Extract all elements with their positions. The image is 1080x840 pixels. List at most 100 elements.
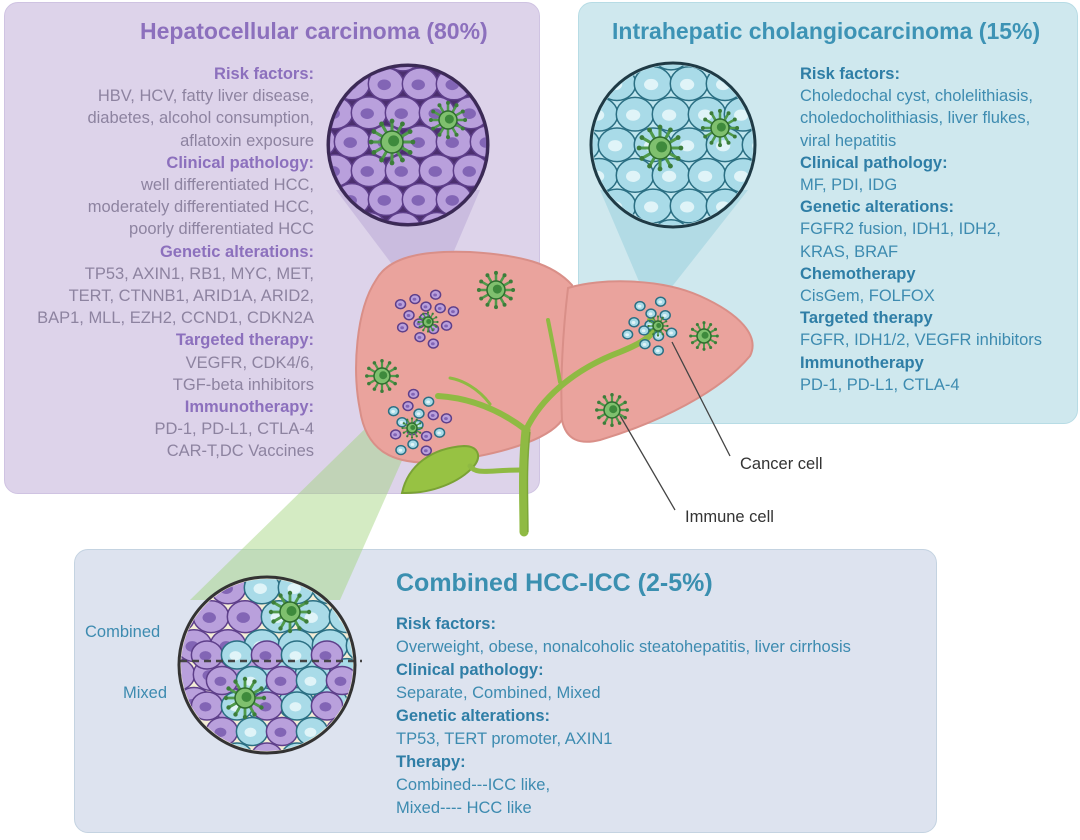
combined-details: Risk factors: Overweight, obese, nonalcoh… <box>396 613 851 820</box>
icc-cell <box>413 408 425 419</box>
detail-line: Mixed---- HCC like <box>396 799 532 817</box>
hcc-cell <box>487 212 522 244</box>
hcc-cell <box>440 320 453 331</box>
detail-line: BAP1, MLL, EZH2, CCND1, CDKN2A <box>37 309 314 328</box>
detail-line: FGFR2 fusion, IDH1, IDH2, <box>800 220 1001 239</box>
hcc-cell <box>407 388 420 400</box>
immune-cell-pointer <box>617 411 676 511</box>
detail-line: TP53, AXIN1, RB1, MYC, MET, <box>84 264 314 283</box>
detail-line: moderately differentiated HCC, <box>87 198 314 217</box>
icc-cell <box>295 665 329 696</box>
icc-cell <box>669 66 709 102</box>
detail-line: Choledochal cyst, cholelithiasis, <box>800 87 1033 106</box>
detail-line: PD-1, PD-L1, CTLA-4 <box>800 375 960 394</box>
icc-cell <box>597 127 637 163</box>
hcc-cell <box>384 67 422 72</box>
icc-cell <box>651 157 691 193</box>
icc-details: Risk factors: Choledochal cyst, cholelith… <box>800 63 1042 396</box>
hcc-cell <box>427 338 440 349</box>
hcc-cell <box>265 665 299 696</box>
immune-cell <box>647 315 669 337</box>
hcc-cell <box>210 514 245 546</box>
hcc-cell <box>401 67 439 101</box>
immune-cell <box>368 118 416 166</box>
hcc-cell <box>250 742 284 751</box>
section-heading: Therapy: <box>396 753 466 771</box>
detail-line: Overweight, obese, nonalcoholic steatohe… <box>396 638 851 656</box>
hcc-cell <box>447 306 460 317</box>
icc-cell <box>280 640 314 670</box>
hcc-cell <box>440 413 453 424</box>
immune-cell <box>595 393 629 427</box>
icc-cell <box>345 579 353 605</box>
hcc-cell <box>420 301 432 312</box>
hcc-cell <box>420 430 433 442</box>
hcc-cell <box>333 67 371 101</box>
icc-cell <box>687 157 727 193</box>
section-heading: Immunotherapy: <box>184 398 314 417</box>
icc-cell <box>633 188 673 224</box>
hcc-title: Hepatocellular carcinoma (80%) <box>140 18 488 44</box>
hcc-cell <box>190 742 224 751</box>
section-heading: Genetic alterations: <box>396 707 551 725</box>
hcc-cell <box>434 303 446 314</box>
bile-duct-tree <box>435 317 657 537</box>
hcc-cell <box>401 182 439 217</box>
icc-cell <box>593 127 601 163</box>
icc-cell <box>639 338 651 350</box>
hcc-zoom-cone <box>336 190 480 312</box>
gallbladder <box>400 444 480 495</box>
hcc-cell <box>389 429 402 440</box>
hcc-cell <box>325 665 353 696</box>
icc-cell <box>665 327 678 338</box>
section-heading: Risk factors: <box>396 615 496 633</box>
detail-line: KRAS, BRAF <box>800 242 899 261</box>
section-heading: Risk factors: <box>800 65 900 83</box>
combined-label: Combined <box>85 623 161 641</box>
immune-cell <box>700 108 740 148</box>
icc-cell <box>407 438 419 450</box>
hcc-cell <box>402 400 414 412</box>
detail-line: diabetes, alcohol consumption, <box>87 109 314 128</box>
detail-line: choledocholithiasis, liver flukes, <box>800 109 1031 128</box>
detail-line: MF, PDI, IDG <box>800 176 898 195</box>
icc-cell <box>760 97 797 131</box>
immune-cell <box>268 590 312 634</box>
hcc-cell <box>403 310 415 321</box>
icc-cell <box>741 66 753 102</box>
icc-cell <box>345 628 353 663</box>
detail-line: FGFR, IDH1/2, VEGFR inhibitors <box>800 331 1043 350</box>
icc-cell <box>723 219 753 225</box>
section-heading: Immunotherapy <box>800 353 924 372</box>
hcc-cell <box>487 97 522 129</box>
hcc-cell <box>190 640 224 670</box>
immune-cell-label: Immune cell <box>685 508 774 526</box>
icc-cell <box>280 691 314 721</box>
hcc-cell <box>429 289 442 300</box>
detail-line: aflatoxin exposure <box>180 131 314 150</box>
section-heading: Genetic alterations: <box>800 198 955 217</box>
hcc-cell <box>192 600 230 634</box>
icc-cell <box>615 96 655 132</box>
immune-cell <box>636 124 684 172</box>
hcc-details: Risk factors:HBV, HCV, fatty liver disea… <box>16 63 314 463</box>
icc-title: Intrahepatic cholangiocarcinoma (15%) <box>612 18 1041 44</box>
icc-cell <box>395 444 407 456</box>
detail-line: well differentiated HCC, <box>140 176 314 195</box>
detail-line: TGF-beta inhibitors <box>172 375 314 394</box>
hcc-cell <box>420 445 433 456</box>
icc-cell <box>387 406 400 417</box>
icc-cell <box>422 396 435 407</box>
immune-cell <box>476 270 516 310</box>
immune-cell <box>428 100 468 140</box>
hcc-cell <box>325 716 353 747</box>
detail-line: TP53, TERT promoter, AXIN1 <box>396 730 613 748</box>
cancer-cell-label: Cancer cell <box>740 455 823 473</box>
detail-line: PD-1, PD-L1, CTLA-4 <box>154 420 314 439</box>
icc-cell <box>760 159 797 193</box>
liver-right-lobe <box>355 250 574 464</box>
detail-line: Combined---ICC like, <box>396 776 551 794</box>
icc-cell <box>652 345 665 356</box>
icc-cell <box>396 417 408 428</box>
hcc-cell <box>330 211 354 223</box>
